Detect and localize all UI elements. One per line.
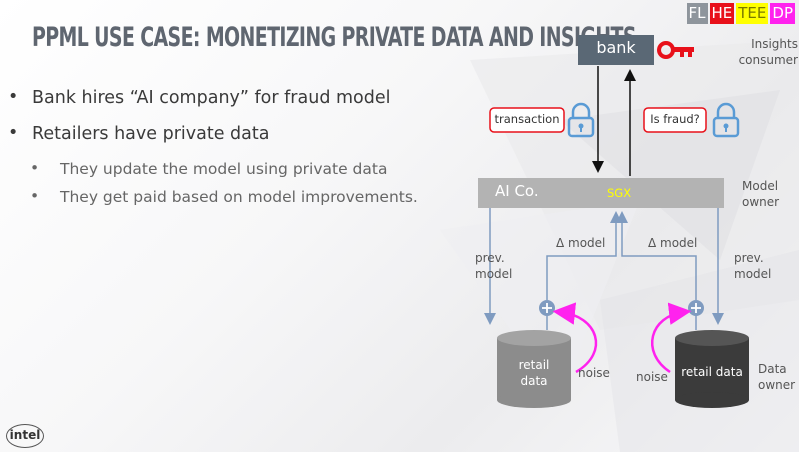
lock-icon: [567, 102, 595, 138]
bullet-item: Bank hires “AI company” for fraud model: [8, 87, 448, 108]
intel-logo: intel: [6, 424, 44, 448]
bank-box: [578, 35, 654, 65]
sub-bullet-item: They update the model using private data: [8, 159, 448, 178]
delta-model-left-label: Δ model: [556, 236, 606, 250]
is-fraud-box: [643, 107, 707, 133]
prev-model-left-label: prev. model: [475, 251, 513, 281]
delta-model-right-label: Δ model: [648, 236, 698, 250]
bullet-list: Bank hires “AI company” for fraud model …: [8, 87, 448, 216]
insights-consumer-label: Insights consumer: [738, 37, 798, 67]
plus-icon: [539, 300, 555, 316]
tag-tee: TEE: [736, 3, 769, 24]
tag-fl: FL: [686, 3, 708, 24]
database-left-icon: [497, 330, 571, 408]
tag-dp: DP: [770, 3, 795, 24]
retail-data-left-label: retail data: [518, 358, 550, 388]
delta-left-line: [546, 211, 622, 300]
ai-co-label: AI Co.: [495, 182, 539, 200]
plus-icon: [688, 300, 704, 316]
prev-model-right-label: prev. model: [734, 251, 772, 281]
retail-data-right-label: retail data: [681, 365, 743, 379]
ai-co-bar: [478, 178, 724, 208]
noise-right-label: noise: [636, 370, 668, 384]
lock-icon: [712, 102, 740, 138]
is-fraud-label: Is fraud?: [650, 112, 700, 126]
noise-arrow-left: [552, 302, 598, 374]
database-right-icon: [675, 330, 749, 408]
data-owner-label: Data owner: [758, 362, 796, 392]
tag-he: HE: [709, 3, 735, 24]
noise-left-label: noise: [578, 366, 610, 380]
transaction-box: [489, 107, 565, 133]
key-icon: [657, 41, 694, 59]
sgx-label: SGX: [607, 186, 632, 200]
noise-arrow-right: [651, 302, 692, 374]
delta-right-line: [616, 211, 697, 300]
technique-tags: FL HE TEE DP: [686, 3, 795, 24]
model-owner-label: Model owner: [742, 179, 780, 209]
transaction-label: transaction: [494, 112, 560, 126]
sub-bullet-item: They get paid based on model improvement…: [8, 187, 448, 206]
bank-label: bank: [596, 38, 636, 57]
slide-title: PPML USE CASE: MONETIZING PRIVATE DATA A…: [32, 22, 636, 53]
bullet-item: Retailers have private data: [8, 123, 448, 144]
